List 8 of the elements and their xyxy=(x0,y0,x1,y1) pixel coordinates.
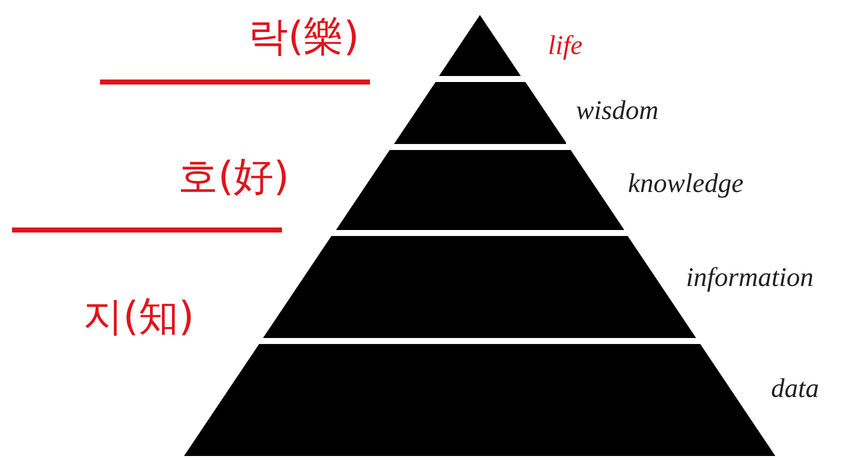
level-label: life xyxy=(548,30,582,60)
level-label: information xyxy=(686,262,814,292)
side-label: 락(樂) xyxy=(248,14,360,60)
level-label: wisdom xyxy=(576,95,659,125)
side-label: 호(好) xyxy=(178,154,290,200)
side-label: 지(知) xyxy=(83,294,194,340)
level-label: knowledge xyxy=(628,168,744,198)
level-label: data xyxy=(771,373,820,403)
